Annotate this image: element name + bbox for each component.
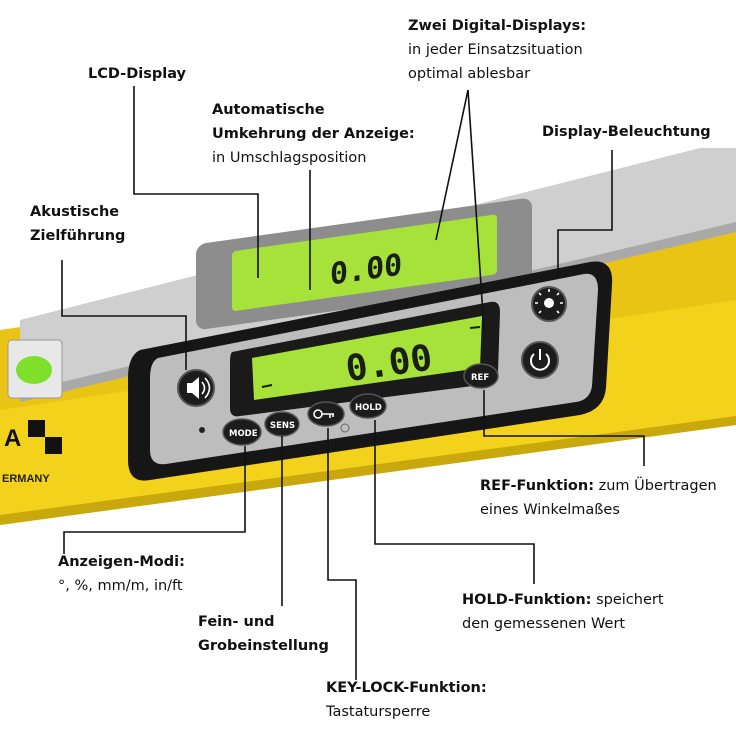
ref-button-label: REF (471, 373, 489, 383)
mode-button[interactable] (222, 418, 262, 446)
power-icon (530, 349, 550, 371)
hold-button-label: HOLD (355, 403, 382, 413)
hold-button[interactable] (349, 393, 387, 419)
label-auto-reverse: Automatische Umkehrung der Anzeige: in U… (212, 102, 415, 166)
sensor-dot (199, 427, 205, 433)
label-lcd-display: LCD-Display (88, 66, 186, 82)
label-hold-function: HOLD-Funktion: speichert den gemessenen … (462, 592, 664, 632)
callout-lines (61, 86, 645, 680)
brand-fragment: A (4, 425, 21, 452)
main-display-lcd (252, 316, 482, 400)
key-icon (313, 409, 334, 419)
mode-button-label: MODE (229, 429, 258, 439)
label-acoustic: Akustische Zielführung (30, 204, 126, 244)
label-display-modes: Anzeigen-Modi: °, %, mm/m, in/ft (58, 554, 185, 594)
label-ref-function: REF-Funktion: zum Übertragen eines Winke… (480, 478, 717, 518)
ref-button[interactable] (463, 363, 499, 389)
origin-fragment: ERMANY (2, 473, 50, 485)
label-keylock-function: KEY-LOCK-Funktion: Tastatursperre (326, 680, 487, 720)
label-backlight: Display-Beleuchtung (542, 124, 711, 140)
speaker-icon (187, 377, 199, 399)
level-body-shadow (0, 416, 736, 525)
light-bulb-icon (535, 289, 563, 314)
bubble (16, 356, 52, 384)
sens-button-label: SENS (270, 421, 295, 431)
top-display-lcd (232, 214, 497, 311)
label-fine-coarse: Fein- und Grobeinstellung (198, 614, 329, 654)
lock-indicator-icon (340, 423, 350, 433)
label-digital-displays: Zwei Digital-Displays: in jeder Einsatzs… (408, 18, 587, 82)
